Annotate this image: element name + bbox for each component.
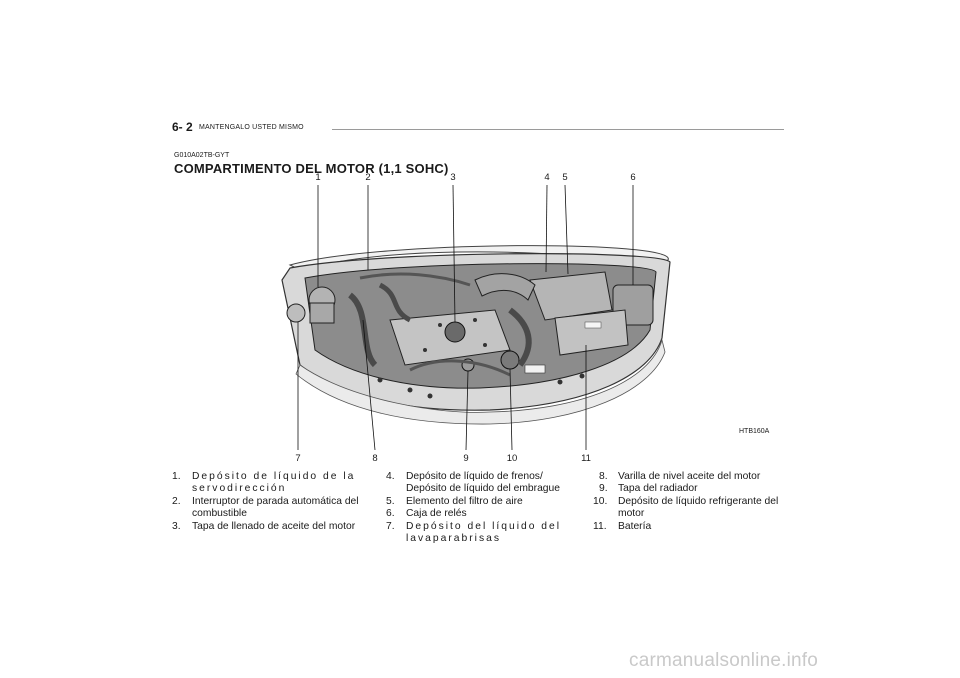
legend-item-number: 2. [172,495,181,507]
legend-item: 5. Elemento del filtro de aire [386,496,576,508]
legend-item-number: 6. [386,508,395,520]
callout-9: 9 [463,453,469,464]
legend-item-number: 1. [172,471,181,482]
intake-duct [474,273,536,301]
legend-item: 3. Tapa de llenado de aceite del motor [172,521,362,533]
legend-item-text: Tapa de llenado de aceite del motor [192,520,356,532]
legend-item: 2. Interruptor de parada automática del … [172,496,362,521]
washer-cap [286,303,306,323]
legend-item-number: 11. [593,520,607,532]
battery-label [584,321,602,329]
callout-5: 5 [562,172,568,183]
legend-item-number: 10. [593,495,608,507]
page-header: 6- 2 MANTENGALO USTED MISMO [172,120,784,136]
callout-7: 7 [295,453,301,464]
legend-item: 4. Depósito de líquido de frenos/ Depósi… [386,471,576,496]
legend-item-text: Depósito del líquido del lavaparabrisas [406,520,562,545]
legend-item: 6. Caja de relés [386,508,576,520]
watermark: carmanualsonline.info [629,650,819,671]
callout-11: 11 [581,453,591,464]
callout-6: 6 [630,172,636,183]
legend-item: 11. Batería [593,521,788,533]
legend-item: 10. Depósito de líquido refrigerante del… [593,496,788,521]
legend-item-number: 5. [386,495,395,507]
legend-item: 9. Tapa del radiador [593,483,788,495]
air-filter-housing [529,271,613,321]
legend-item-text: Batería [618,520,652,532]
legend-item-number: 3. [172,520,181,532]
legend-item: 8. Varilla de nivel aceite del motor [593,471,788,483]
legend-column-3: 8. Varilla de nivel aceite del motor 9. … [593,471,788,533]
page-title: COMPARTIMENTO DEL MOTOR (1,1 SOHC) [174,161,449,176]
legend-item-text: Caja de relés [406,508,467,520]
doc-code: G010A02TB-GYT [174,152,230,159]
legend-column-2: 4. Depósito de líquido de frenos/ Depósi… [386,471,576,545]
legend-item-text: Depósito de líquido de frenos/ Depósito … [406,471,560,495]
callout-1: 1 [315,172,321,183]
legend-item-number: 8. [599,471,608,482]
callout-2: 2 [365,172,371,183]
engine-illustration [281,184,671,451]
page-number: 6- 2 [172,120,193,134]
section-name: MANTENGALO USTED MISMO [199,124,304,131]
legend-item: 1. Depósito de líquido de la servodirecc… [172,471,362,496]
legend-item-number: 4. [386,471,395,482]
figure-code: HTB160A [739,428,770,435]
battery [554,309,629,356]
oil-filler-cap [444,321,466,343]
header-rule [332,129,784,130]
bumper-outline [295,338,666,425]
legend-item-text: Varilla de nivel aceite del motor [618,471,761,482]
legend-item-text: Depósito de líquido de la servodirección [192,471,356,495]
legend-item-number: 9. [599,483,608,495]
callout-8: 8 [372,453,378,464]
legend-item-text: Elemento del filtro de aire [406,495,523,507]
callout-10: 10 [506,453,518,464]
legend-item-text: Interruptor de parada automática del com… [192,495,359,520]
legend-item-number: 7. [386,520,395,532]
callout-4: 4 [544,172,550,183]
legend-item: 7. Depósito del líquido del lavaparabris… [386,521,576,546]
legend-item-text: Depósito de líquido refrigerante del mot… [618,495,779,520]
legend-item-text: Tapa del radiador [618,483,698,495]
coolant-reservoir [500,350,520,370]
callout-3: 3 [450,172,456,183]
legend-column-1: 1. Depósito de líquido de la servodirecc… [172,471,362,533]
